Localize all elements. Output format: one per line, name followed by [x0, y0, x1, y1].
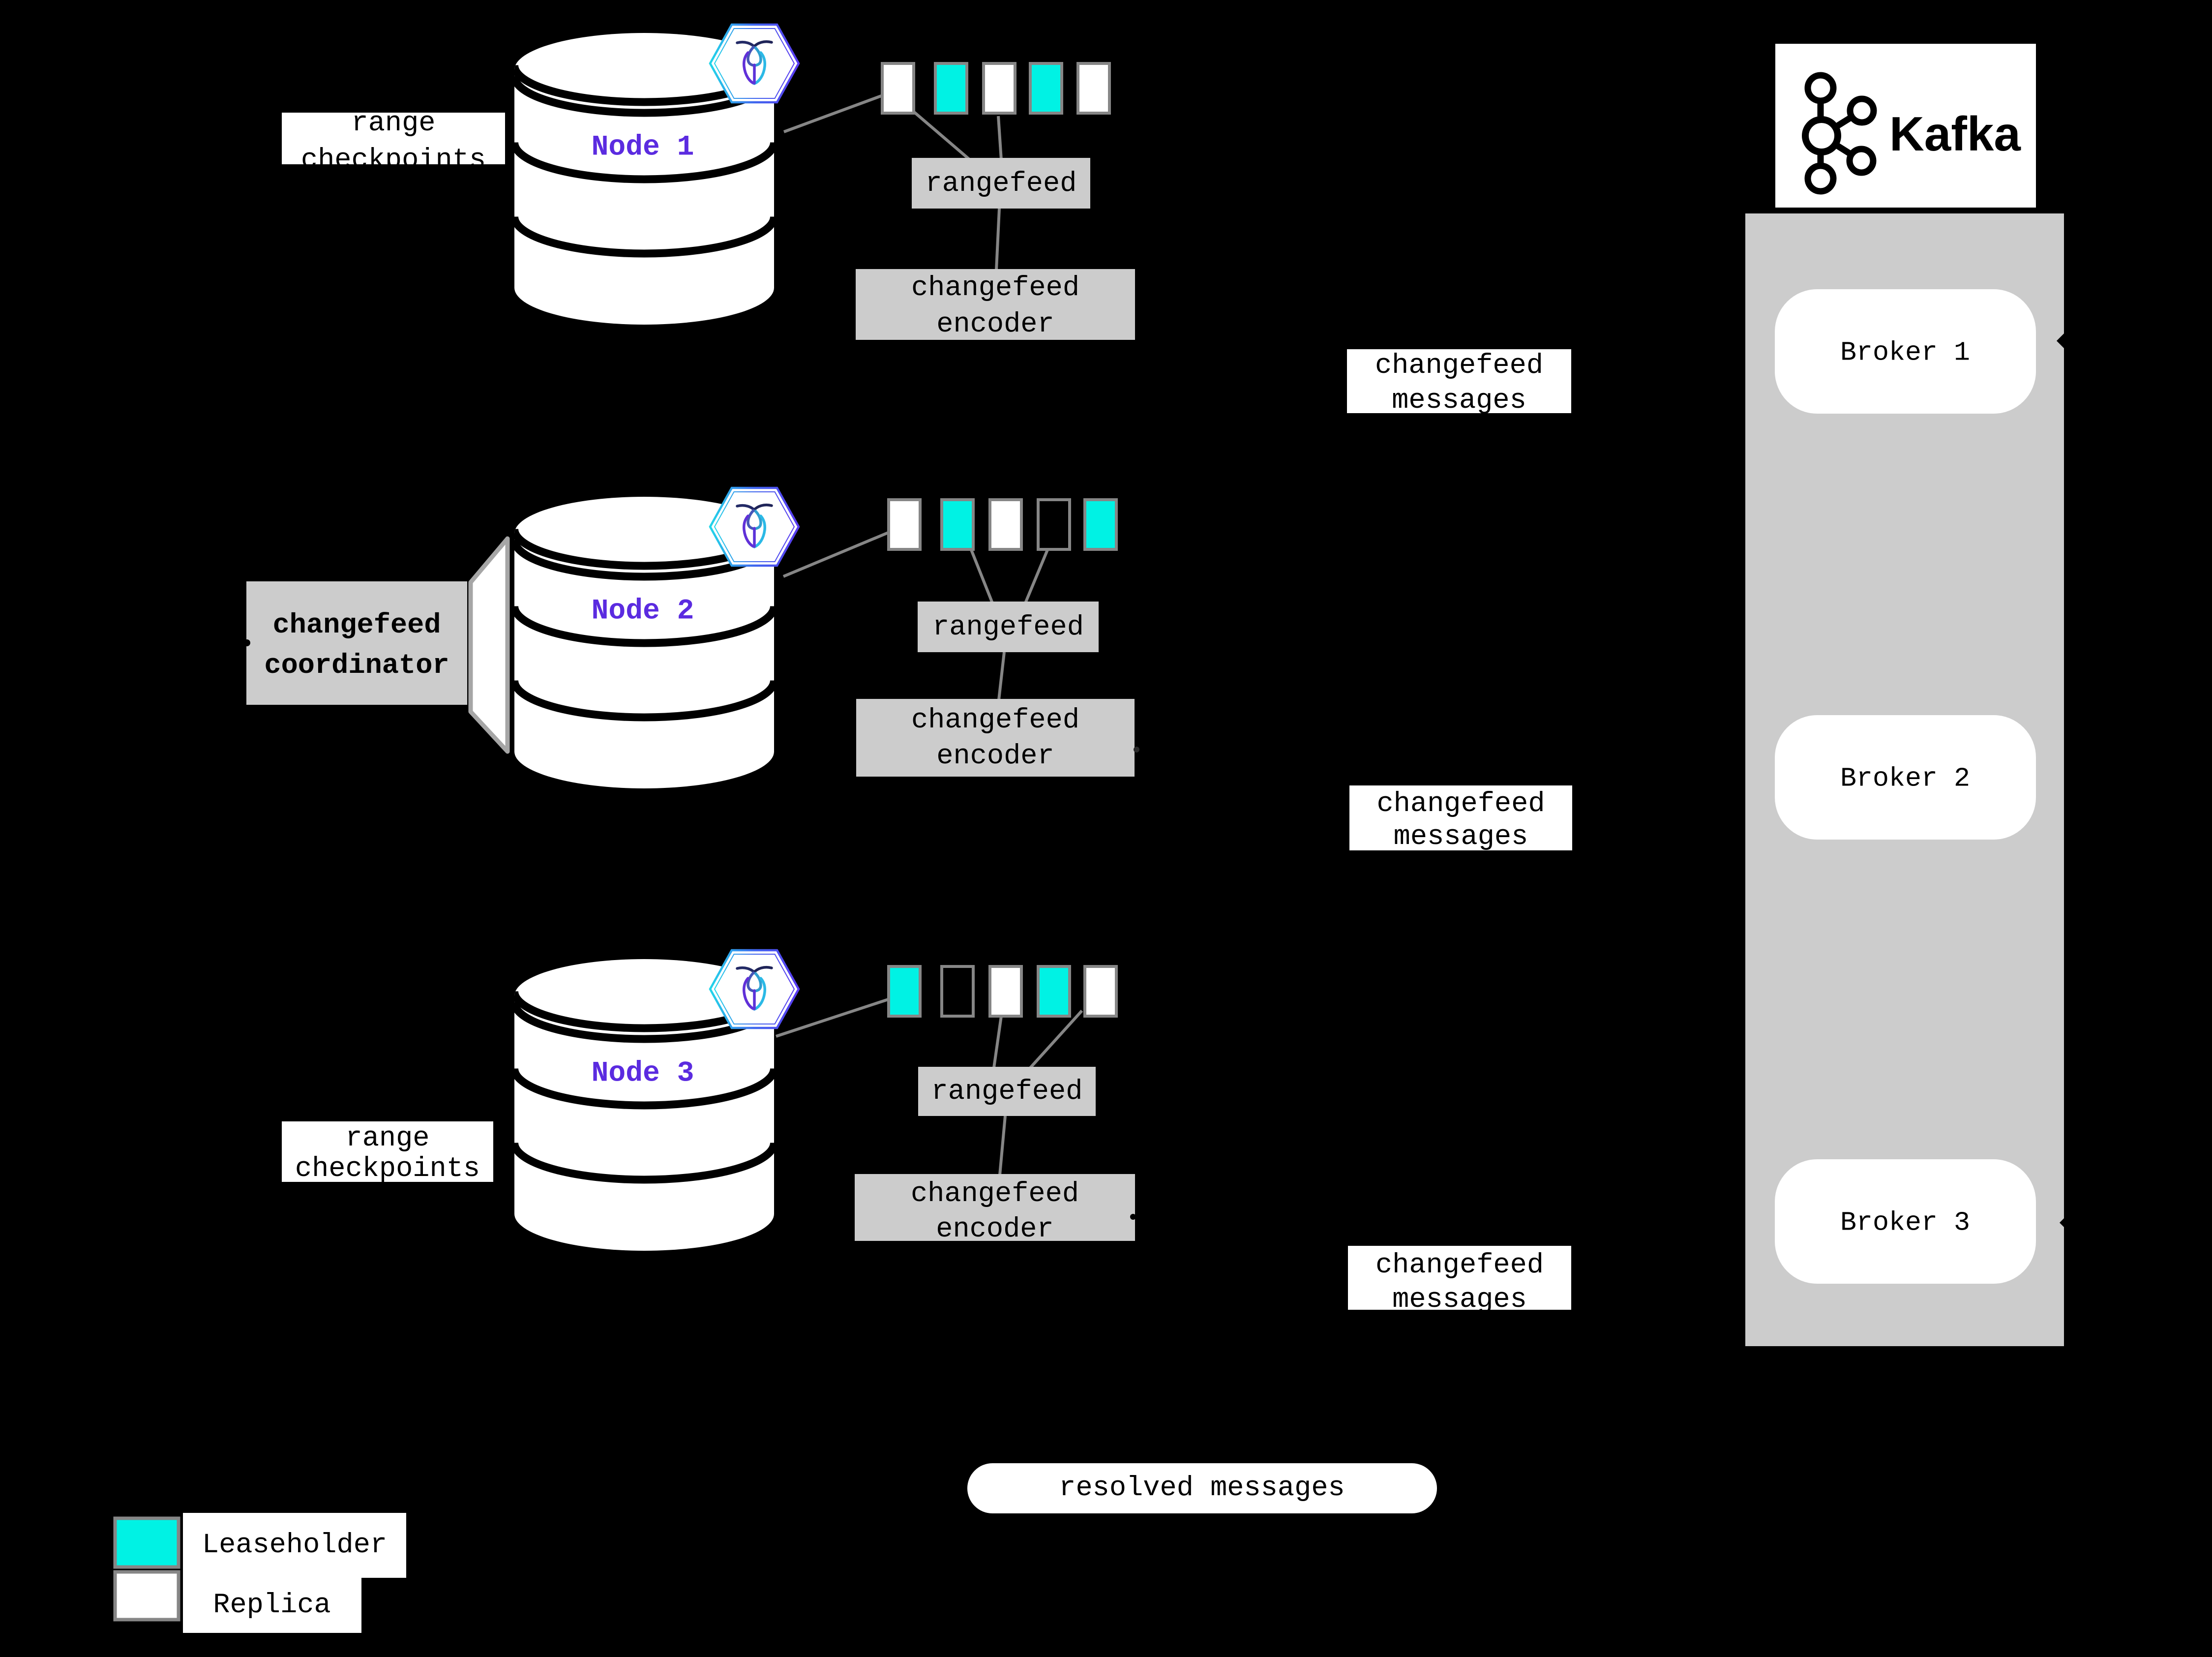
svg-text:rangefeed: rangefeed [932, 612, 1084, 643]
svg-text:checkpoints: checkpoints [301, 145, 486, 176]
svg-text:changefeed: changefeed [911, 272, 1079, 304]
svg-text:rangefeed: rangefeed [926, 168, 1077, 200]
svg-text:rangefeed: rangefeed [931, 1076, 1083, 1108]
svg-text:range: range [351, 108, 435, 139]
svg-text:checkpoints: checkpoints [295, 1153, 480, 1185]
svg-text:Node 1: Node 1 [592, 132, 694, 164]
svg-text:messages: messages [1392, 1284, 1527, 1316]
svg-text:coordinator: coordinator [264, 650, 449, 682]
svg-text:changefeed: changefeed [272, 610, 441, 641]
svg-text:Broker 2: Broker 2 [1840, 763, 1970, 794]
svg-text:changefeed: changefeed [911, 705, 1079, 736]
svg-text:encoder: encoder [936, 309, 1054, 340]
svg-text:changefeed: changefeed [1376, 788, 1545, 820]
svg-text:Leaseholder: Leaseholder [202, 1530, 387, 1561]
svg-text:changefeed: changefeed [1375, 350, 1543, 382]
svg-text:messages: messages [1394, 821, 1528, 853]
svg-text:changefeed: changefeed [1375, 1250, 1544, 1281]
svg-text:messages: messages [1392, 385, 1526, 417]
svg-text:resolved messages: resolved messages [1059, 1473, 1345, 1504]
svg-text:encoder: encoder [936, 1214, 1053, 1245]
svg-text:changefeed: changefeed [911, 1178, 1079, 1210]
svg-text:Node 3: Node 3 [592, 1058, 694, 1090]
svg-text:Kafka: Kafka [1889, 107, 2021, 161]
svg-text:encoder: encoder [936, 741, 1054, 772]
svg-text:range: range [345, 1123, 429, 1154]
svg-text:Broker 3: Broker 3 [1840, 1207, 1970, 1238]
svg-text:Broker 1: Broker 1 [1840, 337, 1970, 368]
svg-text:Node 2: Node 2 [592, 596, 694, 628]
svg-text:Replica: Replica [213, 1590, 330, 1621]
